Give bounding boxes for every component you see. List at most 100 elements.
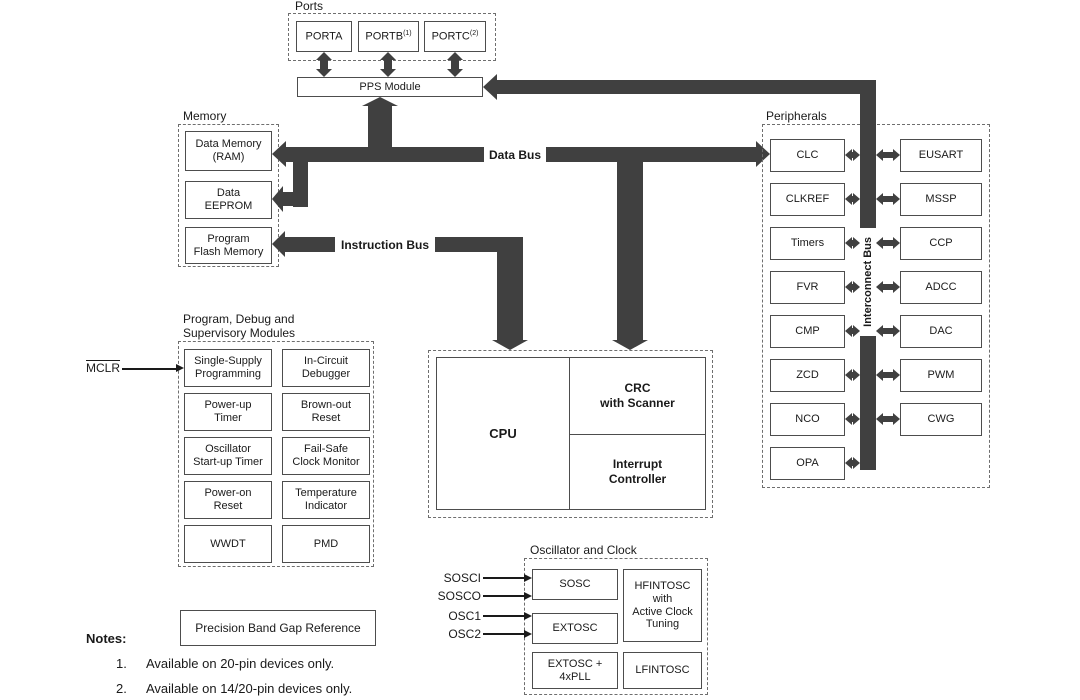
note-2-number: 2. [116,681,127,696]
osc1-pin-label: OSC1 [448,609,481,623]
note-2-text: Available on 14/20-pin devices only. [146,681,353,696]
interconnect-bus-label: Interconnect Bus [860,228,876,336]
block-timers: Timers [770,227,845,260]
block-cwg: CWG [900,403,982,436]
block-zcd: ZCD [770,359,845,392]
block-pps-module: PPS Module [297,77,483,97]
block-precision-band-gap-reference: Precision Band Gap Reference [180,610,376,646]
block-ccp: CCP [900,227,982,260]
block-data-memory-ram: Data Memory (RAM) [185,131,272,171]
block-fail-safe-clock-monitor: Fail-Safe Clock Monitor [282,437,370,475]
block-opa: OPA [770,447,845,480]
block-sosc: SOSC [532,569,618,600]
ports-container [288,13,496,61]
block-portc: PORTC(2) [424,21,486,52]
block-pmd: PMD [282,525,370,563]
eeprom-branch-arrowhead [272,186,283,212]
sosci-arrowhead [524,574,532,582]
block-pwm: PWM [900,359,982,392]
portb-label: PORTB(1) [365,29,412,43]
sosco-line [483,595,524,597]
cpu-data-arrowhead [612,340,648,350]
portb-arrow-shaft [384,59,392,70]
osc2-line [483,633,524,635]
block-extosc: EXTOSC [532,613,618,644]
eeprom-branch-vertical [293,162,308,207]
block-in-circuit-debugger: In-Circuit Debugger [282,349,370,387]
eeprom-branch-stub [283,192,295,206]
block-porta: PORTA [296,21,352,52]
block-wwdt: WWDT [184,525,272,563]
sosci-line [483,577,524,579]
osc2-arrowhead [524,630,532,638]
block-lfintosc: LFINTOSC [623,652,702,689]
peripherals-section-label: Peripherals [766,109,827,123]
portc-arrow-down [447,69,463,77]
ports-section-label: Ports [295,0,324,13]
block-extosc-4xpll: EXTOSC + 4xPLL [532,652,618,689]
pps-interconnect-bar [497,80,876,94]
porta-arrow-shaft [320,59,328,70]
cpu-data-arrow-shaft [617,162,643,340]
osc1-arrowhead [524,612,532,620]
block-brown-out-reset: Brown-out Reset [282,393,370,431]
block-cmp: CMP [770,315,845,348]
portc-label: PORTC(2) [431,29,479,43]
portb-arrow-down [380,69,396,77]
instruction-bus-arrowhead-down [492,340,528,350]
mclr-label: MCLR [86,361,121,375]
portc-arrow-shaft [451,59,459,70]
debug-container [178,341,374,567]
debug-section-label: Program, Debug and Supervisory Modules [183,312,296,340]
block-single-supply-programming: Single-Supply Programming [184,349,272,387]
block-oscillator-start-up-timer: Oscillator Start-up Timer [184,437,272,475]
portc-arrow-up [447,52,463,60]
block-mssp: MSSP [900,183,982,216]
block-power-on-reset: Power-on Reset [184,481,272,519]
sosci-pin-label: SOSCI [443,571,481,585]
mclr-line [122,368,176,370]
block-clkref: CLKREF [770,183,845,216]
block-eusart: EUSART [900,139,982,172]
osc1-line [483,615,524,617]
note-1-text: Available on 20-pin devices only. [146,656,335,671]
block-dac: DAC [900,315,982,348]
data-bus-arrowhead-right [756,141,770,167]
memory-section-label: Memory [183,109,227,123]
instruction-bus-arrowhead-left [272,231,285,257]
oscillator-container [524,558,708,695]
block-temperature-indicator: Temperature Indicator [282,481,370,519]
block-portb: PORTB(1) [358,21,419,52]
oscillator-section-label: Oscillator and Clock [530,543,637,557]
block-data-eeprom: Data EEPROM [185,181,272,219]
porta-arrow-down [316,69,332,77]
sosco-pin-label: SOSCO [437,589,481,603]
block-hfintosc: HFINTOSC with Active Clock Tuning [623,569,702,642]
cpu-label: CPU [489,426,517,441]
pps-up-arrowhead [362,97,398,106]
block-adcc: ADCC [900,271,982,304]
block-program-flash-memory: Program Flash Memory [185,227,272,264]
block-power-up-timer: Power-up Timer [184,393,272,431]
sosco-arrowhead [524,592,532,600]
pps-up-arrow-shaft [368,106,392,147]
peripherals-container [762,124,990,488]
instruction-bus-vertical [497,237,523,340]
osc2-pin-label: OSC2 [448,627,481,641]
notes-title: Notes: [86,631,127,646]
porta-label: PORTA [305,30,343,43]
cpu-container [428,350,713,518]
note-1-number: 1. [116,656,127,671]
pps-bus-arrowhead [483,74,497,100]
cpu-block: CPU CRC with Scanner Interrupt Controlle… [436,357,706,510]
portb-arrow-up [380,52,396,60]
data-bus-arrowhead-left [272,141,286,167]
data-bus-label: Data Bus [484,147,546,162]
block-nco: NCO [770,403,845,436]
block-clc: CLC [770,139,845,172]
instruction-bus-label: Instruction Bus [335,237,435,252]
block-crc-with-scanner: CRC with Scanner [569,358,705,434]
porta-arrow-up [316,52,332,60]
block-interrupt-controller: Interrupt Controller [569,433,705,509]
